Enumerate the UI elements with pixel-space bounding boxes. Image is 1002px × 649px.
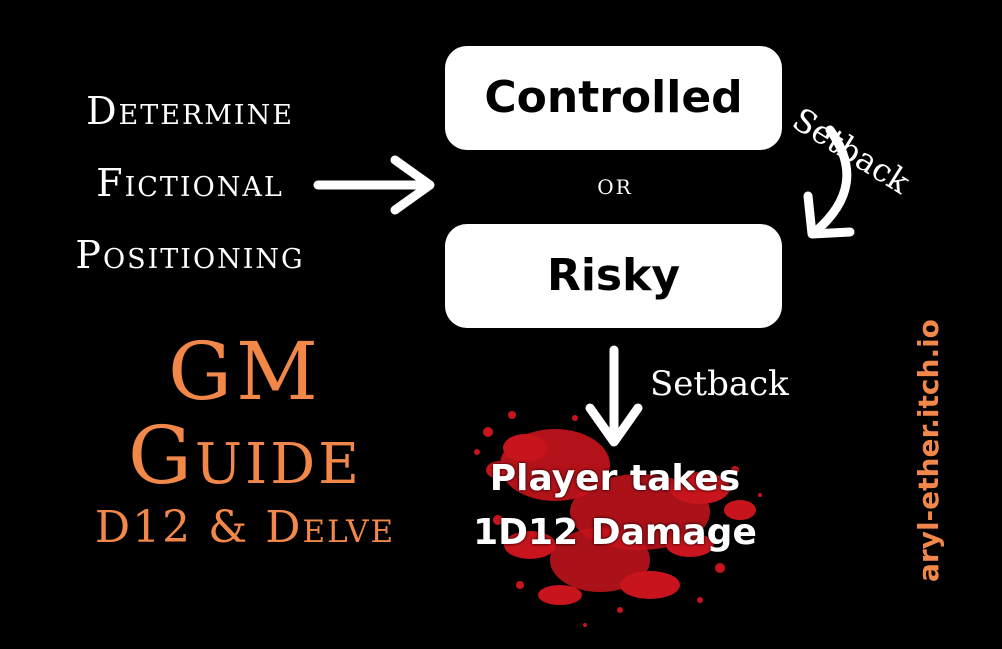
right-arrow-icon [313,155,435,215]
guide-line-1: GM [168,325,322,418]
intro-text: Determine Fictional Positioning [40,92,340,308]
site-url: aryl-ether.itch.io [912,319,945,582]
curved-arrow-icon [803,125,855,239]
damage-result: Player takes 1D12 Damage [465,452,765,560]
risky-box: Risky [445,224,782,328]
blood-splatter [474,411,762,627]
intro-line-2: Fictional [96,161,284,205]
guide-title: GM Guide D12 & Delve [50,330,440,558]
or-label: or [597,168,633,201]
intro-line-3: Positioning [75,233,305,277]
down-arrow-icon [585,345,643,447]
controlled-box: Controlled [445,46,782,150]
setback-down-label: Setback [650,364,789,404]
guide-line-2: Guide [128,409,362,502]
result-line-2: 1D12 Damage [473,512,757,553]
result-line-1: Player takes [489,458,741,499]
intro-line-1: Determine [86,89,294,133]
guide-line-3: D12 & Delve [94,502,396,553]
